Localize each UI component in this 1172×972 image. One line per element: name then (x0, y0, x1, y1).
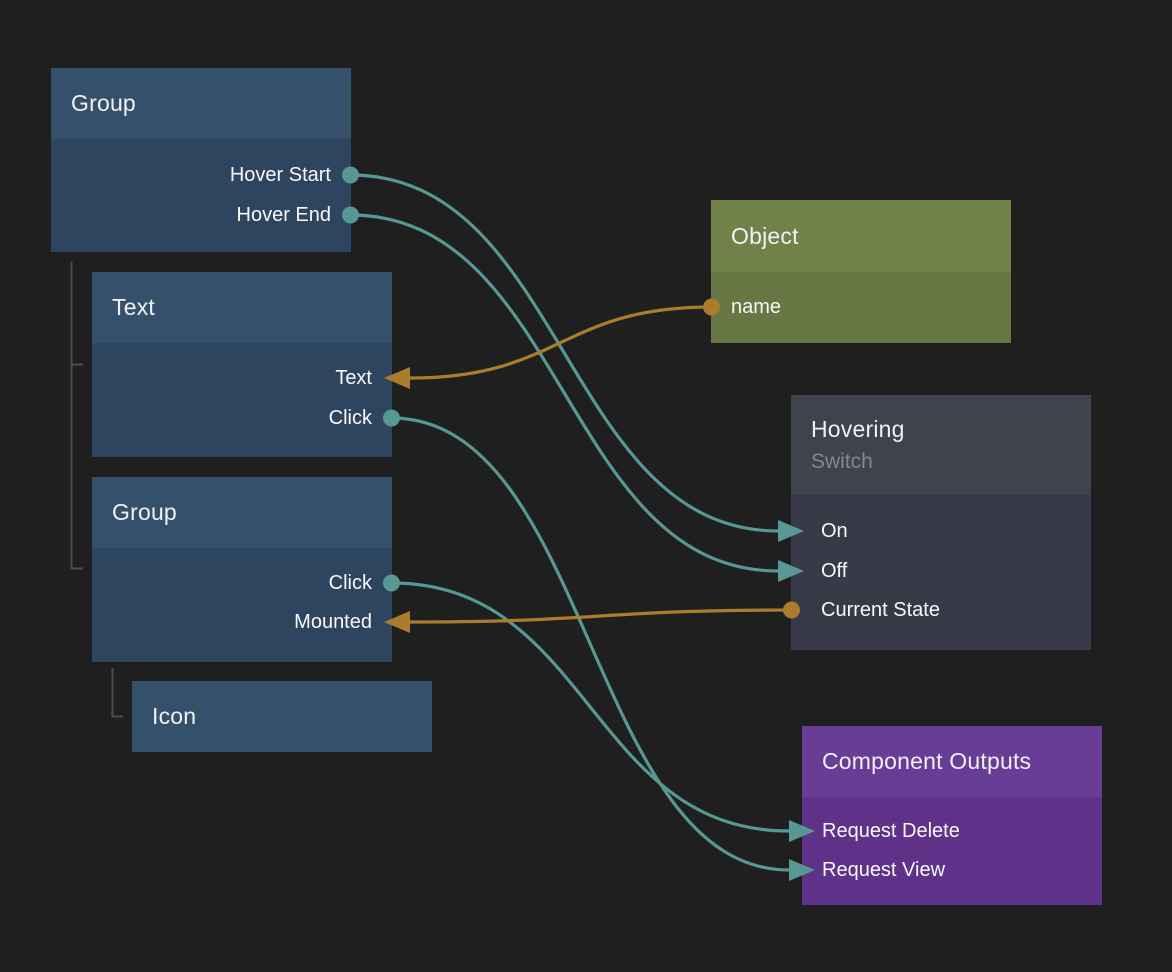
node-header: Icon (132, 681, 432, 752)
port-on[interactable]: On (778, 516, 1091, 546)
port-label: Request Delete (822, 819, 960, 842)
port-label: Request View (822, 858, 946, 881)
signal-output-circle[interactable] (383, 574, 400, 592)
port-current-state[interactable]: Current State (783, 595, 1091, 625)
node-text[interactable]: Text Text Click (92, 272, 410, 457)
node-header: Object (711, 200, 1011, 272)
port-off[interactable]: Off (778, 556, 1091, 586)
signal-input-arrow[interactable] (778, 520, 804, 542)
port-label: name (731, 295, 782, 318)
signal-input-arrow[interactable] (789, 820, 815, 842)
node-header: Text (92, 272, 392, 343)
port-mounted[interactable]: Mounted (92, 607, 410, 637)
data-input-arrow[interactable] (384, 611, 410, 633)
node-title: Object (731, 222, 799, 249)
port-click[interactable]: Click (92, 403, 400, 433)
port-label: Text (335, 366, 372, 389)
signal-input-arrow[interactable] (778, 560, 804, 582)
node-header: Group (92, 477, 392, 548)
port-hover-end[interactable]: Hover End (51, 200, 359, 230)
port-request-delete[interactable]: Request Delete (789, 816, 1102, 846)
node-title: Hovering (811, 416, 905, 442)
port-label: On (821, 519, 848, 542)
hierarchy-connector-line (70, 262, 83, 570)
connection-wire[interactable] (348, 173, 780, 533)
connection-wire[interactable] (389, 581, 791, 833)
node-subtitle: Switch (811, 450, 873, 473)
port-click[interactable]: Click (92, 568, 400, 598)
port-label: Current State (821, 598, 940, 621)
data-output-circle[interactable] (703, 298, 720, 316)
node-icon[interactable]: Icon (132, 681, 432, 752)
port-label: Click (328, 571, 372, 594)
node-title: Text (112, 294, 155, 320)
port-label: Off (821, 559, 848, 582)
node-group-2[interactable]: Group Click Mounted (92, 477, 410, 662)
data-output-circle[interactable] (783, 601, 800, 619)
port-hover-start[interactable]: Hover Start (51, 160, 359, 190)
node-object[interactable]: Object name (703, 200, 1011, 343)
port-text-input[interactable]: Text (92, 363, 410, 393)
node-hovering-switch[interactable]: Hovering Switch On Off Current State (778, 395, 1091, 650)
signal-input-arrow[interactable] (789, 859, 815, 881)
connection-wire[interactable] (348, 213, 780, 573)
node-title: Icon (152, 703, 197, 729)
port-label: Hover End (236, 203, 332, 226)
port-label: Hover Start (229, 163, 331, 186)
node-title: Group (112, 499, 177, 525)
node-title: Group (71, 90, 136, 116)
node-group-1[interactable]: Group Hover Start Hover End (51, 68, 359, 252)
hierarchy-connector-elbow (111, 668, 123, 718)
port-label: Click (328, 406, 372, 429)
port-label: Mounted (294, 610, 372, 633)
node-header: Group (51, 68, 351, 139)
data-input-arrow[interactable] (384, 367, 410, 389)
node-title: Component Outputs (822, 748, 1032, 774)
port-name[interactable]: name (703, 292, 1011, 322)
node-component-outputs[interactable]: Component Outputs Request Delete Request… (789, 726, 1102, 905)
node-header: Hovering Switch (791, 395, 1091, 495)
connection-wire[interactable] (408, 608, 794, 624)
connection-wire[interactable] (408, 305, 714, 380)
signal-output-circle[interactable] (342, 166, 359, 184)
connection-wire[interactable] (389, 416, 791, 872)
signal-output-circle[interactable] (383, 409, 400, 427)
port-request-view[interactable]: Request View (789, 855, 1102, 885)
signal-output-circle[interactable] (342, 206, 359, 224)
node-header: Component Outputs (802, 726, 1102, 797)
